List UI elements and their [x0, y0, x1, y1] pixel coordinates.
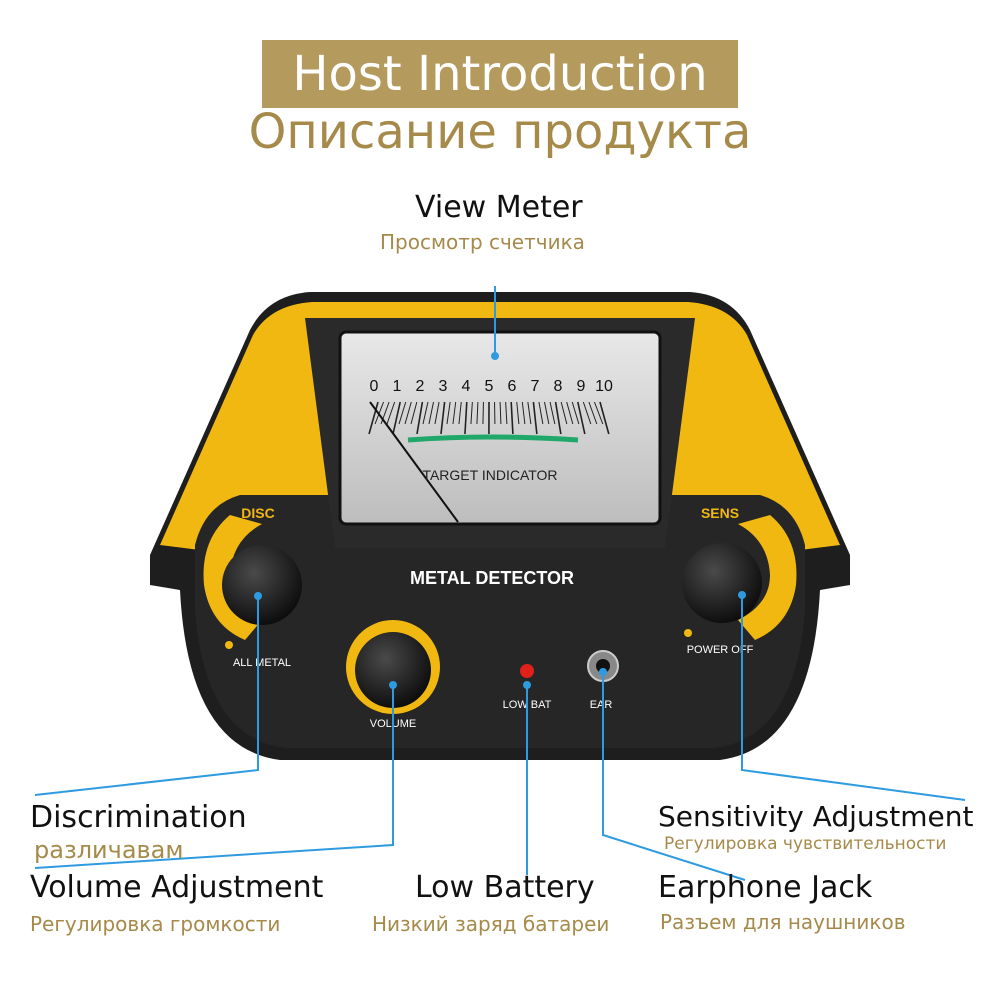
disc-label: DISC — [241, 505, 274, 521]
meter-tick — [560, 401, 568, 425]
callout-line-volume — [34, 685, 394, 869]
disc-knob[interactable] — [222, 545, 302, 625]
meter-tick — [571, 401, 580, 425]
meter-tick — [521, 401, 526, 425]
meter-tick — [582, 401, 592, 425]
view-meter-subtitle: Просмотр счетчика — [380, 230, 585, 254]
view-meter-title: View Meter — [415, 190, 583, 225]
callout-lines — [34, 286, 966, 881]
meter-tick — [554, 401, 562, 435]
meter-label: TARGET INDICATOR — [422, 467, 557, 483]
meter-needle — [369, 401, 459, 523]
disc-knob-ring — [203, 515, 262, 640]
all-metal-indicator-dot — [225, 641, 233, 649]
discrimination-subtitle: различавам — [34, 836, 184, 864]
power-off-label: POWER OFF — [687, 644, 754, 656]
title-banner: Host Introduction — [262, 40, 738, 108]
meter-tick — [566, 401, 574, 425]
meter-tick — [538, 401, 544, 425]
low-battery-led — [520, 664, 534, 678]
all-metal-label: ALL METAL — [233, 657, 291, 669]
volume-title: Volume Adjustment — [30, 870, 324, 905]
meter-tick — [458, 401, 462, 425]
meter-scale-number: 6 — [508, 378, 517, 395]
meter-tick — [452, 401, 457, 425]
callout-dot-earphone — [599, 668, 607, 676]
power-indicator-dot — [684, 629, 692, 637]
callout-dot-low-battery — [523, 681, 531, 689]
meter-window — [338, 330, 662, 526]
meter-tick — [510, 401, 514, 435]
meter-tick — [532, 401, 538, 435]
callout-line-sensitivity — [741, 595, 966, 801]
low-battery-subtitle: Низкий заряд батареи — [372, 912, 610, 936]
low-battery-title: Low Battery — [415, 870, 595, 905]
sens-label: SENS — [701, 505, 739, 521]
callout-dot-sensitivity — [738, 591, 746, 599]
earphone-subtitle: Разъем для наушников — [660, 910, 906, 934]
sens-knob-ring — [738, 515, 797, 640]
callout-dot-discrimination — [254, 592, 262, 600]
meter-green-arc — [407, 434, 579, 443]
device-front-panel — [195, 495, 805, 748]
meter-scale-number: 10 — [595, 378, 613, 395]
meter-tick — [482, 401, 484, 425]
meter-tick — [599, 401, 610, 435]
meter-scale-number: 7 — [531, 378, 540, 395]
callout-dot-view-meter — [491, 352, 499, 360]
meter-tick — [593, 401, 604, 425]
meter-scale-number: 8 — [554, 378, 563, 395]
page-title: Host Introduction — [292, 46, 708, 102]
sensitivity-title: Sensitivity Adjustment — [658, 800, 974, 833]
meter-tick — [505, 401, 508, 425]
meter-tick — [398, 401, 407, 425]
meter-tick — [368, 401, 379, 435]
meter-scale-number: 2 — [416, 378, 425, 395]
meter-scale-number: 3 — [439, 378, 448, 395]
meter-tick — [527, 401, 532, 425]
callout-dot-volume — [389, 681, 397, 689]
meter-tick — [476, 401, 479, 425]
volume-knob[interactable] — [355, 632, 431, 708]
meter-tick — [516, 401, 520, 425]
meter-tick — [416, 401, 424, 435]
callout-line-discrimination — [34, 596, 259, 796]
sens-knob[interactable] — [682, 543, 762, 623]
sensitivity-subtitle: Регулировка чувствительности — [664, 834, 947, 854]
meter-tick — [392, 401, 401, 435]
meter-tick — [428, 401, 434, 425]
volume-subtitle: Регулировка громкости — [30, 912, 281, 936]
callout-line-earphone — [602, 672, 746, 881]
callout-dots — [254, 352, 746, 689]
meter-tick — [588, 401, 598, 425]
meter-tick — [422, 401, 429, 425]
meter-tick — [404, 401, 412, 425]
ear-label: EAR — [590, 699, 613, 711]
meter-scale-number: 4 — [462, 378, 471, 395]
meter-scale-number: 5 — [485, 378, 494, 395]
meter-ticks — [368, 401, 610, 435]
meter-tick — [386, 401, 396, 425]
meter-scale-number: 9 — [577, 378, 586, 395]
meter-tick — [410, 401, 418, 425]
meter-tick — [434, 401, 440, 425]
meter-scale-number: 0 — [370, 378, 379, 395]
meter-tick — [440, 401, 446, 435]
earphone-jack-hole — [596, 659, 610, 673]
meter-scale-number: 1 — [393, 378, 402, 395]
meter-tick — [577, 401, 586, 435]
page-subtitle: Описание продукта — [248, 104, 752, 160]
meter-tick — [464, 401, 468, 435]
earphone-title: Earphone Jack — [658, 870, 873, 905]
meter-tick — [446, 401, 451, 425]
meter-tick — [549, 401, 556, 425]
discrimination-title: Discrimination — [30, 800, 247, 835]
meter-tick — [470, 401, 473, 425]
meter-tick — [544, 401, 550, 425]
meter-tick — [499, 401, 502, 425]
brand-label: METAL DETECTOR — [410, 568, 574, 588]
